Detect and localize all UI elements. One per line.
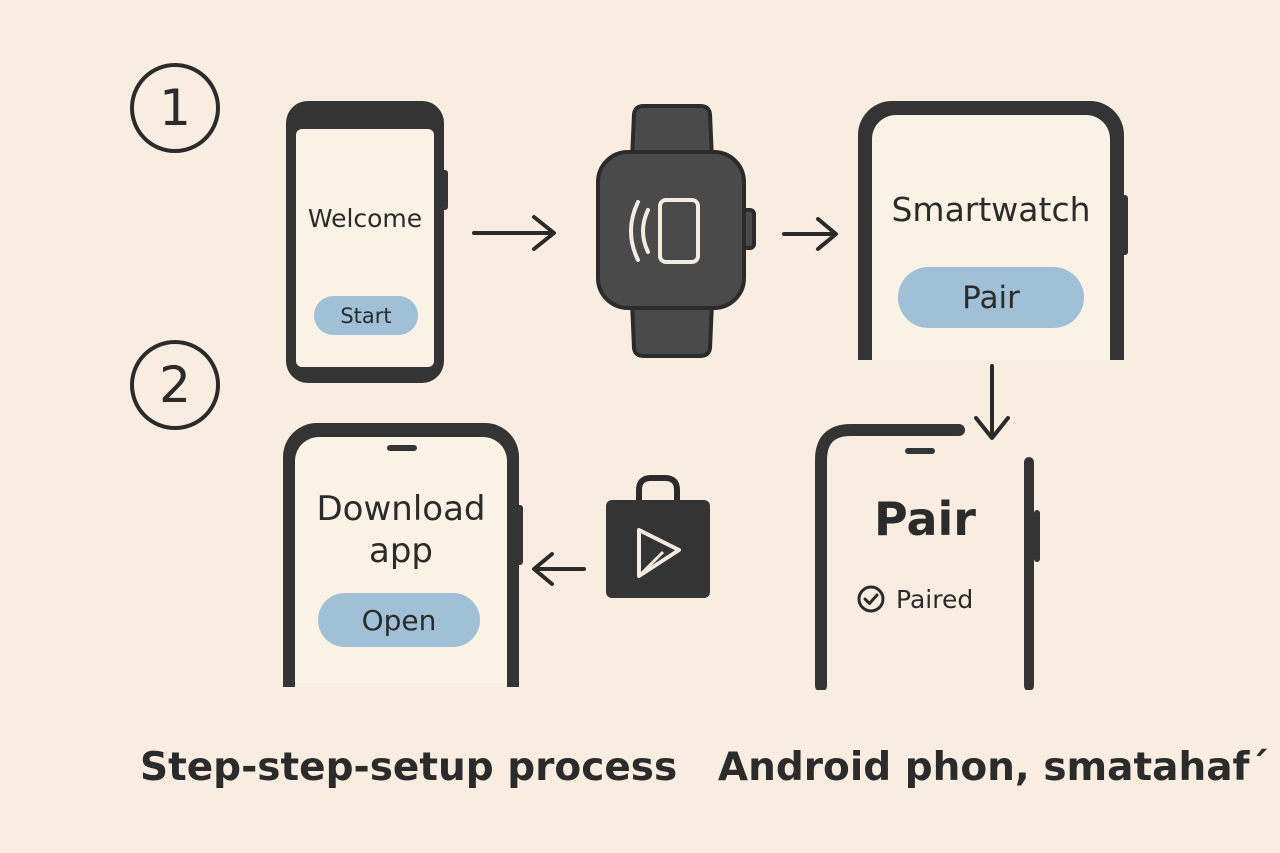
phone-download-notch — [387, 445, 417, 451]
phone-download-screen: Download app Open — [295, 437, 507, 687]
diagram-caption: Step-step-setup process Android phon, sm… — [140, 745, 1270, 790]
phone-welcome-notch — [349, 114, 381, 120]
arrow-right-1 — [472, 215, 556, 251]
phone-welcome-side-button — [441, 170, 448, 210]
paired-status: Paired — [856, 582, 973, 616]
arrow-down — [974, 364, 1010, 440]
phone-smartwatch-side-button — [1121, 195, 1128, 255]
start-button[interactable]: Start — [314, 296, 418, 335]
smartwatch-title: Smartwatch — [891, 190, 1091, 229]
download-title-line2: app — [369, 531, 433, 571]
phone-pair-frame — [815, 424, 1040, 690]
open-button[interactable]: Open — [318, 593, 480, 647]
pair-title: Pair — [874, 492, 976, 546]
arrow-right-2 — [782, 217, 838, 251]
welcome-title: Welcome — [307, 204, 423, 233]
step-number-1: 1 — [130, 63, 220, 153]
check-circle-icon — [857, 585, 885, 613]
step-number-1-label: 1 — [159, 79, 191, 137]
phone-welcome: Welcome Start — [286, 101, 444, 383]
phone-download: Download app Open — [283, 423, 519, 687]
arrow-left — [532, 552, 586, 586]
phone-smartwatch: Smartwatch Pair — [858, 101, 1124, 360]
download-title-line1: Download — [316, 489, 486, 529]
phone-smartwatch-screen: Smartwatch Pair — [872, 115, 1110, 360]
paired-label: Paired — [896, 584, 974, 614]
phone-download-side-button — [516, 505, 523, 565]
phone-welcome-screen: Welcome Start — [296, 129, 434, 367]
pair-button[interactable]: Pair — [898, 267, 1084, 328]
step-number-2-label: 2 — [159, 356, 191, 414]
step-number-2: 2 — [130, 340, 220, 430]
smartwatch-nfc-icon — [596, 104, 756, 358]
play-store-bag-icon — [606, 475, 710, 598]
